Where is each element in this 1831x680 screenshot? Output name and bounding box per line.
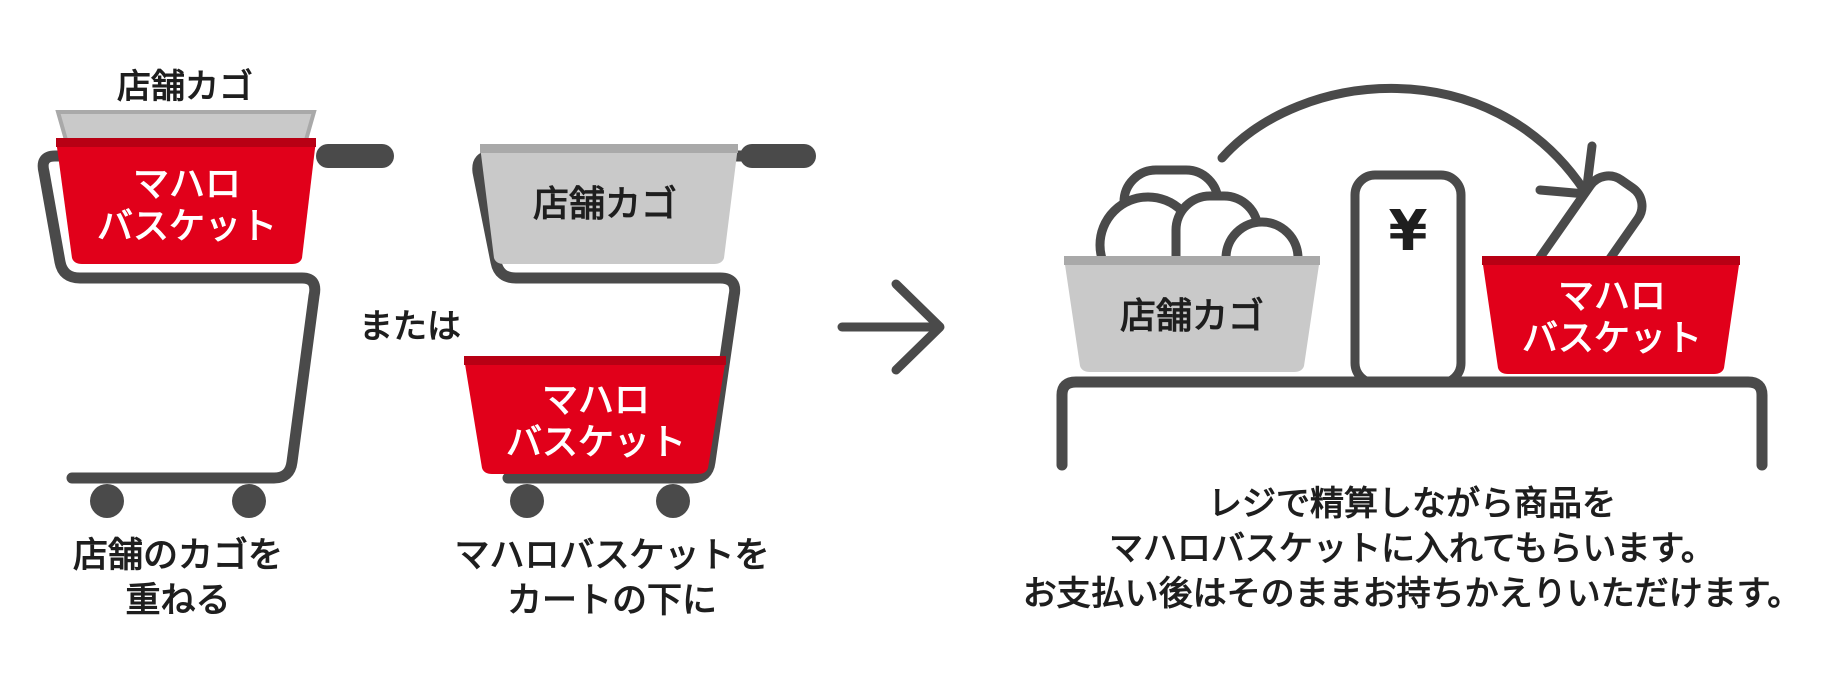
step1-caption-line2: 重ねる bbox=[125, 581, 230, 621]
arrow-right-icon bbox=[837, 279, 945, 375]
step2-caption-line1: マハロバスケットを bbox=[454, 536, 769, 576]
step3-mahalo-basket bbox=[1482, 258, 1740, 374]
step2-wheel-left bbox=[510, 484, 544, 518]
step2-mahalo-label-line2: バスケット bbox=[506, 422, 686, 463]
step2-mahalo-label-line1: マハロ bbox=[542, 380, 650, 421]
step3-mahalo-label-line1: マハロ bbox=[1558, 276, 1666, 317]
step3-caption-line2: マハロバスケットに入れてもらいます。 bbox=[1109, 529, 1715, 569]
or-label: または bbox=[359, 307, 461, 347]
step2-cart-frame bbox=[472, 150, 751, 484]
step3-store-basket-label: 店舗カゴ bbox=[1120, 295, 1264, 337]
checkout-counter bbox=[1056, 376, 1768, 471]
step2-group: 店舗カゴ マハロ バスケット マハロバスケットを カートの下に bbox=[454, 144, 816, 621]
step3-mahalo-basket-rim bbox=[1482, 256, 1740, 265]
step2-caption-line2: カートの下に bbox=[507, 581, 717, 621]
step2-store-basket-label: 店舗カゴ bbox=[533, 183, 677, 225]
step1-store-basket bbox=[55, 110, 317, 142]
step2-wheel-right bbox=[656, 484, 690, 518]
step3-caption-line1: レジで精算しながら商品を bbox=[1208, 484, 1616, 524]
register-yen-symbol: ¥ bbox=[1389, 199, 1428, 264]
step2-store-basket-rim bbox=[480, 144, 738, 153]
step3-group: 店舗カゴ ¥ マハロ バスケット レジで精算しながら商品を マハロバスケットに入… bbox=[1023, 84, 1802, 614]
step1-mahalo-basket bbox=[56, 140, 316, 264]
step1-cart-frame bbox=[37, 150, 321, 484]
step2-store-basket bbox=[480, 146, 738, 264]
step1-mahalo-basket-rim bbox=[56, 138, 316, 147]
step1-top-label: 店舗カゴ bbox=[117, 67, 253, 107]
transfer-arrow-icon bbox=[1217, 84, 1589, 195]
step1-caption-line1: 店舗のカゴを bbox=[73, 535, 283, 576]
step1-wheel-left bbox=[90, 484, 124, 518]
step3-mahalo-label-line2: バスケット bbox=[1522, 318, 1702, 359]
step2-mahalo-basket-rim bbox=[464, 356, 726, 365]
step3-store-basket bbox=[1064, 258, 1320, 372]
step1-mahalo-label-line2: バスケット bbox=[97, 206, 277, 247]
step1-mahalo-label-line1: マハロ bbox=[133, 164, 241, 205]
step1-group: 店舗カゴ マハロ バスケット 店舗のカゴを 重ねる bbox=[37, 67, 394, 621]
step3-caption-line3: お支払い後はそのままお持ちかえりいただけます。 bbox=[1023, 574, 1802, 614]
step1-wheel-right bbox=[232, 484, 266, 518]
step2-mahalo-basket bbox=[464, 358, 726, 474]
step3-store-basket-rim bbox=[1064, 256, 1320, 265]
